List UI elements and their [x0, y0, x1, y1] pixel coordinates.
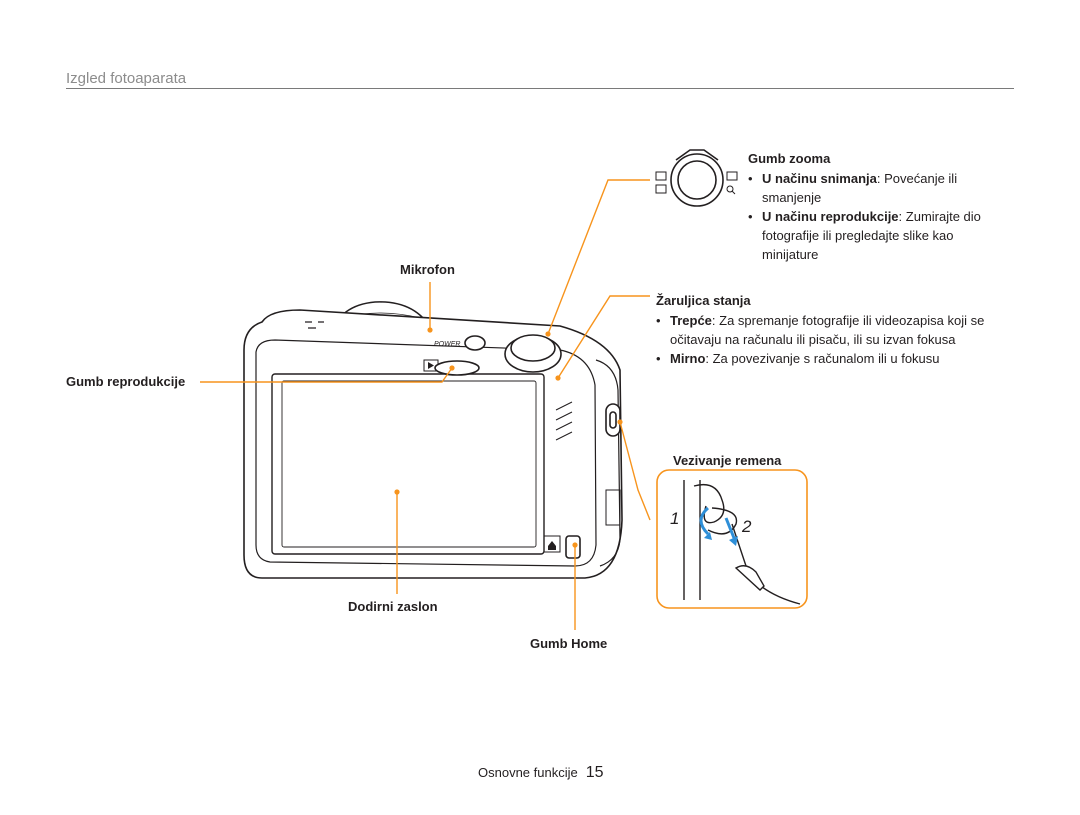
- callout-lines: [200, 179, 651, 630]
- status-lamp-description: • Trepće: Za spremanje fotografije ili vi…: [656, 311, 1016, 368]
- label-status-lamp: Žaruljica stanja: [656, 293, 751, 308]
- power-label: POWER: [434, 341, 460, 348]
- page-number: 15: [585, 764, 604, 781]
- zoom-description: • U načinu snimanja: Povećanje ili smanje…: [748, 169, 1010, 264]
- label-zoom-button: Gumb zooma: [748, 151, 831, 166]
- label-strap: Vezivanje remena: [673, 453, 782, 468]
- camera-body: [243, 301, 623, 579]
- label-playback-button: Gumb reprodukcije: [66, 374, 186, 389]
- status-desc-term: Mirno: [670, 351, 706, 366]
- zoom-desc-term: U načinu snimanja: [762, 171, 877, 186]
- footer-section: Osnovne funkcije: [478, 765, 578, 780]
- zoom-desc-item: • U načinu reprodukcije: Zumirajte dio fo…: [748, 207, 1010, 264]
- label-home-button: Gumb Home: [530, 636, 608, 651]
- bullet: •: [748, 171, 753, 186]
- strap-step-2: 2: [741, 517, 752, 536]
- status-desc-text: : Za spremanje fotografije ili videozapi…: [670, 313, 985, 347]
- status-desc-item: • Trepće: Za spremanje fotografije ili vi…: [656, 311, 1016, 349]
- label-microphone: Mikrofon: [400, 262, 455, 277]
- status-desc-text: : Za povezivanje s računalom ili u fokus…: [705, 351, 940, 366]
- zoom-desc-term: U načinu reprodukcije: [762, 209, 899, 224]
- strap-step-1: 1: [670, 509, 679, 528]
- status-desc-term: Trepće: [670, 313, 712, 328]
- callout-dots: [394, 327, 623, 548]
- zoom-lever-illustration: [655, 149, 738, 207]
- zoom-desc-text: : Zumirajte dio fotografije ili pregleda…: [762, 209, 981, 262]
- label-touchscreen: Dodirni zaslon: [348, 599, 438, 614]
- bullet: •: [656, 351, 661, 366]
- strap-illustration: [656, 469, 808, 609]
- bullet: •: [656, 313, 661, 328]
- zoom-desc-item: • U načinu snimanja: Povećanje ili smanje…: [748, 169, 1010, 207]
- section-divider: [66, 88, 1014, 89]
- status-desc-item: • Mirno: Za povezivanje s računalom ili u…: [656, 349, 1016, 368]
- section-title: Izgled fotoaparata: [66, 70, 187, 87]
- bullet: •: [748, 209, 753, 224]
- page-footer: Osnovne funkcije 15: [478, 764, 604, 782]
- zoom-desc-text: : Povećanje ili smanjenje: [762, 171, 958, 205]
